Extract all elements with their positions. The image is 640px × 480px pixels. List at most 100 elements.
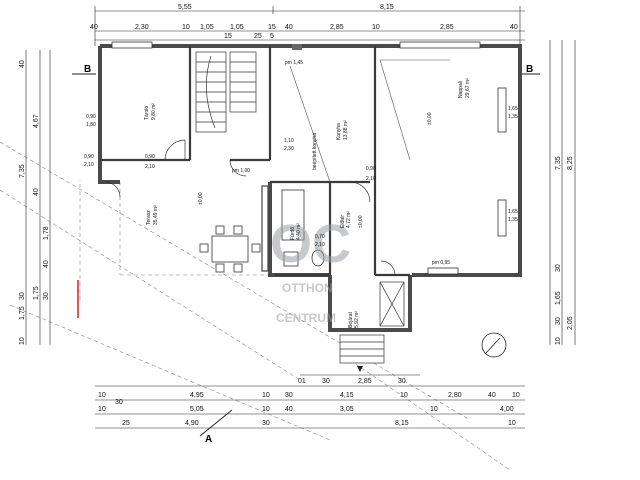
svg-text:8,25: 8,25 [567, 156, 574, 170]
svg-text:35,49 m²: 35,49 m² [153, 205, 159, 225]
svg-text:10: 10 [98, 406, 106, 413]
svg-text:10: 10 [372, 24, 380, 31]
svg-text:Tároló: Tároló [144, 106, 150, 120]
svg-text:1,65: 1,65 [508, 209, 518, 215]
svg-text:OC: OC [270, 214, 351, 274]
bottom-dim-row2: 10 30 4,95 10 30 4,15 10 2,80 40 10 [98, 392, 520, 406]
svg-text:1,78: 1,78 [43, 226, 50, 240]
wall-column [261, 185, 269, 272]
door-swings [104, 139, 396, 276]
room-label-wc: Fürdő 4,40 m² [290, 223, 302, 240]
top-dim-row2: 40 2,30 10 1,05 1,05 15 40 2,85 10 2,85 … [90, 24, 518, 31]
svg-text:pm 0,95: pm 0,95 [432, 260, 450, 266]
right-dims: 8,25 7,35 1,65 30 2,05 30 10 [555, 156, 574, 345]
svg-text:Előtér: Előtér [340, 215, 346, 228]
top-dimension-lines [94, 6, 525, 46]
svg-text:4,72 m²: 4,72 m² [346, 211, 352, 228]
svg-text:15: 15 [268, 24, 276, 31]
svg-text:10: 10 [262, 392, 270, 399]
svg-text:2,30: 2,30 [284, 146, 294, 152]
svg-text:1,35: 1,35 [508, 217, 518, 223]
svg-text:5: 5 [270, 33, 274, 40]
north-arrow-icon [481, 332, 507, 358]
section-line-a [199, 409, 233, 437]
svg-text:7,35: 7,35 [19, 164, 26, 178]
svg-text:30: 30 [262, 420, 270, 427]
svg-text:Nappali: Nappali [458, 81, 464, 98]
svg-text:10: 10 [19, 337, 26, 345]
svg-text:1,75: 1,75 [19, 306, 26, 320]
svg-text:±0,00: ±0,00 [358, 215, 364, 228]
svg-text:beépített konyha: beépített konyha [312, 133, 318, 170]
svg-text:1,35: 1,35 [508, 114, 518, 120]
svg-text:40: 40 [19, 60, 26, 68]
svg-text:1,65: 1,65 [508, 106, 518, 112]
bottom-dim-row1: 01 30 2,85 30 [298, 378, 406, 385]
svg-text:0,90: 0,90 [86, 114, 96, 120]
svg-text:40: 40 [488, 392, 496, 399]
watermark-logo: OC OTTHON CENTRUM [270, 214, 351, 325]
svg-text:2,10: 2,10 [84, 162, 94, 168]
kitchen-diagonals [289, 59, 450, 183]
svg-text:10: 10 [508, 420, 516, 427]
svg-text:pm 1,00: pm 1,00 [232, 168, 250, 174]
svg-text:3,05: 3,05 [340, 406, 354, 413]
svg-text:30: 30 [19, 292, 26, 300]
svg-text:OTTHON: OTTHON [282, 281, 333, 295]
svg-text:25: 25 [254, 33, 262, 40]
svg-text:0,90: 0,90 [145, 154, 155, 160]
svg-text:Bejárat: Bejárat [348, 312, 354, 328]
svg-text:10: 10 [98, 392, 106, 399]
svg-text:01: 01 [298, 378, 306, 385]
bottom-dim-row4: 25 4,90 30 8,15 10 [122, 420, 516, 427]
staircase [195, 51, 257, 133]
svg-text:Terasz: Terasz [146, 210, 152, 225]
svg-text:30: 30 [322, 378, 330, 385]
svg-text:30: 30 [43, 292, 50, 300]
svg-text:±0,00: ±0,00 [198, 192, 204, 205]
section-mark-a: A [205, 434, 212, 445]
left-dims: 40 4,67 7,35 40 1,78 40 1,75 30 1,75 30 … [19, 60, 50, 345]
svg-text:1,75: 1,75 [33, 286, 40, 300]
right-dimension-lines [549, 40, 576, 345]
entry-steps [339, 281, 405, 364]
svg-text:1,05: 1,05 [230, 24, 244, 31]
svg-text:4,40 m²: 4,40 m² [296, 223, 302, 240]
svg-text:1,80: 1,80 [86, 122, 96, 128]
annotations: pm 1,45 pm 1,00 pm 0,95 0,90 1,80 0,90 2… [84, 60, 518, 266]
svg-text:4,00: 4,00 [500, 406, 514, 413]
chimney [292, 44, 302, 50]
left-dimension-lines [25, 50, 51, 345]
svg-text:10: 10 [512, 392, 520, 399]
svg-text:CENTRUM: CENTRUM [276, 311, 336, 325]
svg-text:Fürdő: Fürdő [290, 227, 296, 240]
room-label-workroom: Tároló 9,80 m² [144, 103, 157, 120]
svg-text:2,80: 2,80 [448, 392, 462, 399]
svg-text:10: 10 [182, 24, 190, 31]
svg-text:1,10: 1,10 [284, 138, 294, 144]
windows [111, 41, 507, 275]
svg-text:5,92 m²: 5,92 m² [354, 311, 360, 328]
svg-text:15: 15 [224, 33, 232, 40]
svg-text:pm 1,45: pm 1,45 [285, 60, 303, 66]
section-mark-b-right: B [526, 64, 533, 75]
svg-text:1,65: 1,65 [555, 291, 562, 305]
svg-text:40: 40 [33, 188, 40, 196]
svg-text:30: 30 [555, 317, 562, 325]
svg-text:29,67 m²: 29,67 m² [465, 78, 471, 98]
svg-text:30: 30 [285, 392, 293, 399]
dim-overall-right: 8,15 [380, 4, 394, 11]
svg-text:30: 30 [115, 399, 123, 406]
room-label-living: Nappali 29,67 m² [458, 78, 471, 98]
svg-text:30: 30 [555, 264, 562, 272]
svg-text:2,30: 2,30 [135, 24, 149, 31]
svg-text:40: 40 [285, 24, 293, 31]
site-lines [0, 141, 511, 471]
triangle-marker-icon [357, 366, 363, 372]
bathroom-fixtures [281, 189, 325, 267]
svg-text:13,88 m²: 13,88 m² [343, 120, 349, 140]
svg-text:40: 40 [90, 24, 98, 31]
svg-text:25: 25 [122, 420, 130, 427]
svg-text:10: 10 [555, 337, 562, 345]
svg-text:2,85: 2,85 [358, 378, 372, 385]
